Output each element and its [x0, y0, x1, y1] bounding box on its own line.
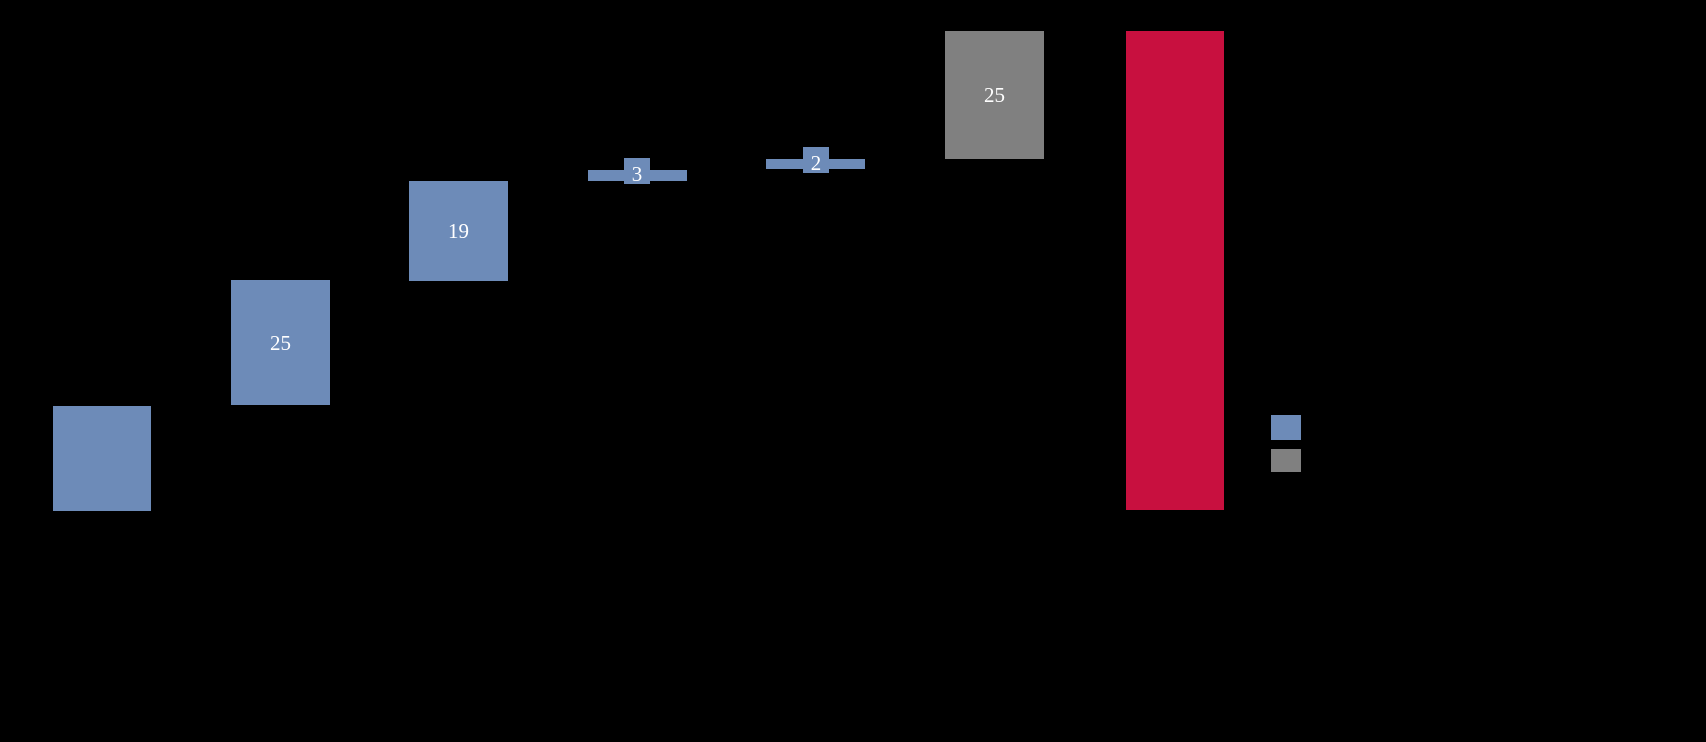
chart-legend — [1271, 415, 1571, 485]
bar-1[interactable] — [53, 406, 151, 511]
data-label-bar5: 2 — [810, 151, 822, 175]
legend-swatch-gray — [1271, 449, 1301, 472]
bar-6[interactable] — [945, 31, 1044, 159]
data-label-bar4: 3 — [631, 162, 643, 186]
legend-item-blue[interactable] — [1271, 415, 1311, 440]
legend-swatch-blue — [1271, 415, 1301, 440]
data-label-bar6: 25 — [984, 83, 1005, 107]
data-label-bar3: 19 — [448, 219, 469, 243]
data-label-backing-bar5 — [803, 147, 829, 173]
legend-item-gray[interactable] — [1271, 449, 1311, 472]
bar-3[interactable] — [409, 181, 508, 281]
bar-7[interactable] — [1126, 31, 1224, 510]
data-label-backing-bar4 — [624, 158, 650, 184]
data-label-bar2: 25 — [270, 331, 291, 355]
bar-2[interactable] — [231, 280, 330, 405]
